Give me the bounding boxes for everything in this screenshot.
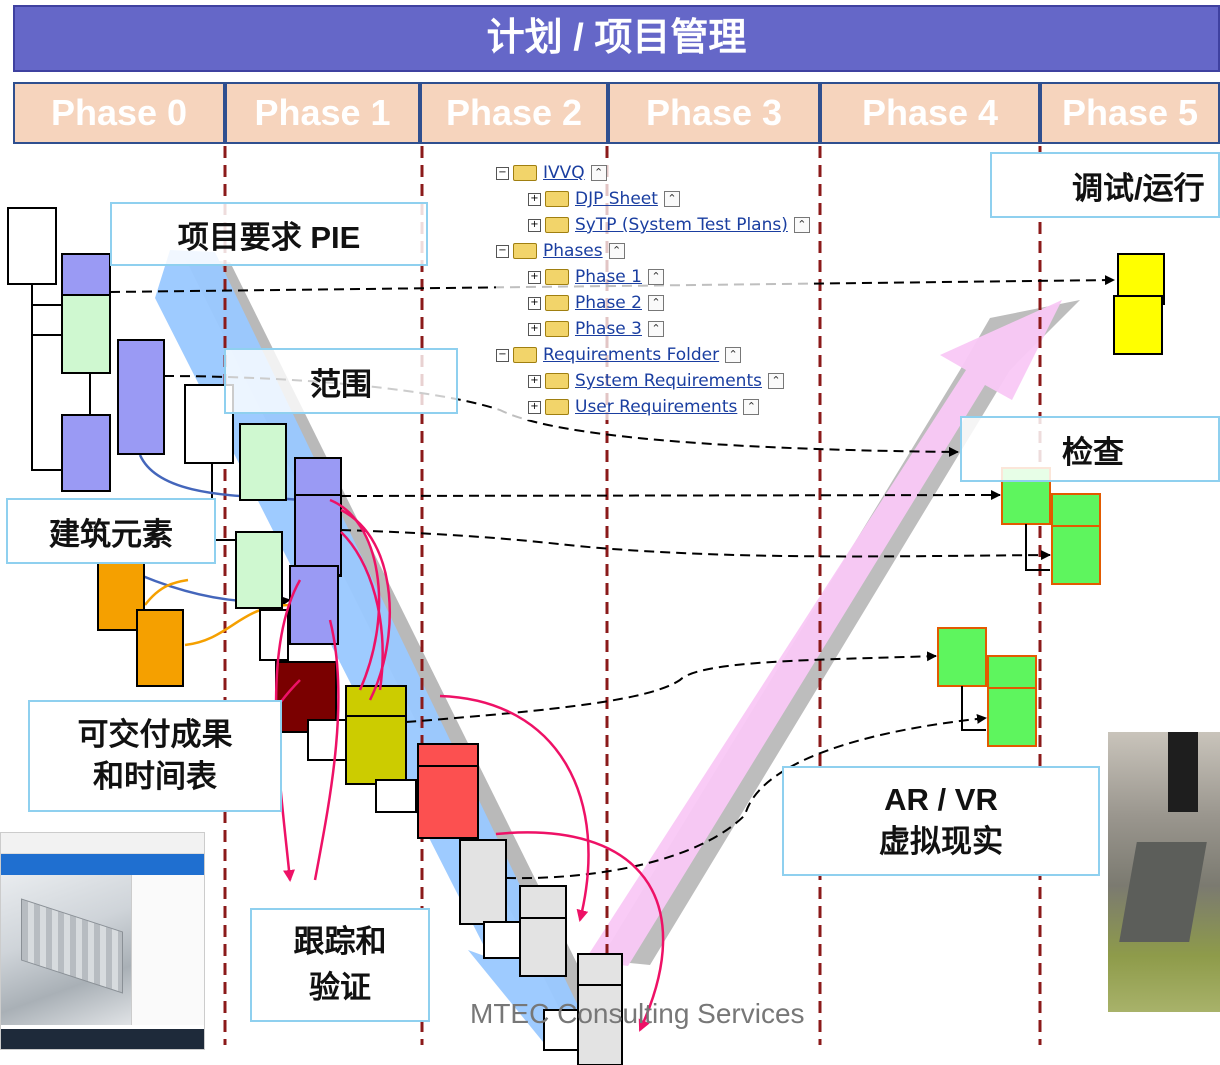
tree-node-ivvq[interactable]: − IVVQ ⌃ bbox=[496, 160, 810, 186]
footer-watermark: MTEC Consulting Services bbox=[470, 998, 805, 1029]
collapse-icon[interactable]: − bbox=[496, 244, 509, 258]
tree-link[interactable]: Phases bbox=[543, 241, 603, 261]
expand-icon[interactable]: + bbox=[528, 218, 541, 232]
tree-link[interactable]: User Requirements bbox=[575, 397, 738, 417]
label-text-line-1: 可交付成果 bbox=[77, 717, 233, 752]
label-text-line-1: AR / VR bbox=[884, 782, 998, 817]
label-scope: 范围 bbox=[224, 348, 458, 414]
folder-icon bbox=[545, 295, 569, 311]
properties-panel bbox=[131, 875, 204, 1025]
phase-header-4[interactable]: Phase 4 bbox=[820, 82, 1040, 144]
tree-node-phase-2[interactable]: + Phase 2 ⌃ bbox=[496, 290, 810, 316]
requirements-tree: − IVVQ ⌃ + DJP Sheet ⌃ + SyTP (System Te… bbox=[496, 160, 810, 420]
caret-up-icon[interactable]: ⌃ bbox=[663, 191, 680, 207]
label-ar-vr: AR / VR 虚拟现实 bbox=[782, 766, 1100, 876]
expand-icon[interactable]: + bbox=[528, 374, 541, 388]
hierarchy-connectors bbox=[31, 284, 236, 541]
folder-icon bbox=[545, 399, 569, 415]
bim-software-screenshot bbox=[0, 832, 205, 1050]
phase-header-3[interactable]: Phase 3 bbox=[608, 82, 820, 144]
tree-node-requirements-folder[interactable]: − Requirements Folder ⌃ bbox=[496, 342, 810, 368]
title-banner: 计划 / 项目管理 bbox=[13, 5, 1220, 72]
expand-icon[interactable]: + bbox=[528, 192, 541, 206]
ascending-arrow bbox=[585, 300, 1080, 966]
label-building-elements: 建筑元素 bbox=[6, 498, 216, 564]
design-blocks bbox=[7, 207, 623, 1065]
label-text-line-1: 跟踪和 bbox=[293, 924, 387, 959]
tree-link[interactable]: IVVQ bbox=[543, 163, 585, 183]
label-text: 范围 bbox=[310, 366, 372, 402]
collapse-icon[interactable]: − bbox=[496, 348, 509, 362]
label-project-requirements: 项目要求 PIE bbox=[110, 202, 428, 266]
caret-up-icon[interactable]: ⌃ bbox=[767, 373, 784, 389]
folder-icon bbox=[513, 347, 537, 363]
folder-icon bbox=[545, 373, 569, 389]
caret-up-icon[interactable]: ⌃ bbox=[725, 347, 742, 363]
label-commissioning: 调试/运行 bbox=[990, 152, 1220, 218]
folder-icon bbox=[545, 191, 569, 207]
tree-node-user-requirements[interactable]: + User Requirements ⌃ bbox=[496, 394, 810, 420]
label-text: 建筑元素 bbox=[49, 516, 173, 552]
label-text-line-2: 和时间表 bbox=[93, 759, 217, 794]
folder-icon bbox=[513, 243, 537, 259]
site-photo bbox=[1108, 732, 1220, 1012]
model-viewport bbox=[1, 875, 131, 1025]
tree-link[interactable]: Phase 3 bbox=[575, 319, 642, 339]
phase-dividers bbox=[223, 146, 1042, 1045]
label-text-line-2: 验证 bbox=[309, 970, 371, 1005]
expand-icon[interactable]: + bbox=[528, 270, 541, 284]
tree-node-phase-3[interactable]: + Phase 3 ⌃ bbox=[496, 316, 810, 342]
label-tracking-verification: 跟踪和 验证 bbox=[250, 908, 430, 1022]
caret-up-icon[interactable]: ⌃ bbox=[793, 217, 810, 233]
tree-link[interactable]: Requirements Folder bbox=[543, 345, 720, 365]
caret-up-icon[interactable]: ⌃ bbox=[647, 295, 664, 311]
tree-link[interactable]: DJP Sheet bbox=[575, 189, 658, 209]
label-deliverables: 可交付成果 和时间表 bbox=[28, 700, 282, 812]
tree-link[interactable]: System Requirements bbox=[575, 371, 762, 391]
folder-icon bbox=[545, 269, 569, 285]
expand-icon[interactable]: + bbox=[528, 296, 541, 310]
caret-up-icon[interactable]: ⌃ bbox=[590, 165, 607, 181]
browser-bar bbox=[1, 833, 204, 854]
folder-icon bbox=[545, 217, 569, 233]
tree-node-djp-sheet[interactable]: + DJP Sheet ⌃ bbox=[496, 186, 810, 212]
label-text: 项目要求 PIE bbox=[177, 219, 361, 255]
caret-up-icon[interactable]: ⌃ bbox=[743, 399, 760, 415]
phase-header-2[interactable]: Phase 2 bbox=[420, 82, 608, 144]
app-toolbar bbox=[1, 854, 204, 876]
monitor-shape bbox=[1168, 732, 1198, 812]
caret-up-icon[interactable]: ⌃ bbox=[647, 321, 664, 337]
building-model bbox=[21, 898, 123, 994]
label-text: 检查 bbox=[1062, 434, 1124, 470]
expand-icon[interactable]: + bbox=[528, 322, 541, 336]
folder-icon bbox=[545, 321, 569, 337]
magenta-links bbox=[238, 498, 665, 1032]
phase-header-0[interactable]: Phase 0 bbox=[13, 82, 225, 144]
taskbar bbox=[1, 1029, 204, 1049]
label-text-line-2: 虚拟现实 bbox=[879, 824, 1003, 859]
label-text: 调试/运行 bbox=[1072, 170, 1205, 206]
caret-up-icon[interactable]: ⌃ bbox=[647, 269, 664, 285]
verification-blocks bbox=[937, 253, 1165, 747]
expand-icon[interactable]: + bbox=[528, 400, 541, 414]
label-inspection: 检查 bbox=[960, 416, 1220, 482]
tree-link[interactable]: Phase 2 bbox=[575, 293, 642, 313]
collapse-icon[interactable]: − bbox=[496, 166, 509, 180]
tree-link[interactable]: SyTP (System Test Plans) bbox=[575, 215, 788, 235]
phase-header-1[interactable]: Phase 1 bbox=[225, 82, 420, 144]
tree-node-sytp[interactable]: + SyTP (System Test Plans) ⌃ bbox=[496, 212, 810, 238]
folder-icon bbox=[513, 165, 537, 181]
caret-up-icon[interactable]: ⌃ bbox=[608, 243, 625, 259]
model-structure bbox=[1119, 842, 1207, 942]
tree-node-system-requirements[interactable]: + System Requirements ⌃ bbox=[496, 368, 810, 394]
tree-node-phase-1[interactable]: + Phase 1 ⌃ bbox=[496, 264, 810, 290]
phase-header-5[interactable]: Phase 5 bbox=[1040, 82, 1220, 144]
tree-link[interactable]: Phase 1 bbox=[575, 267, 642, 287]
tree-node-phases[interactable]: − Phases ⌃ bbox=[496, 238, 810, 264]
